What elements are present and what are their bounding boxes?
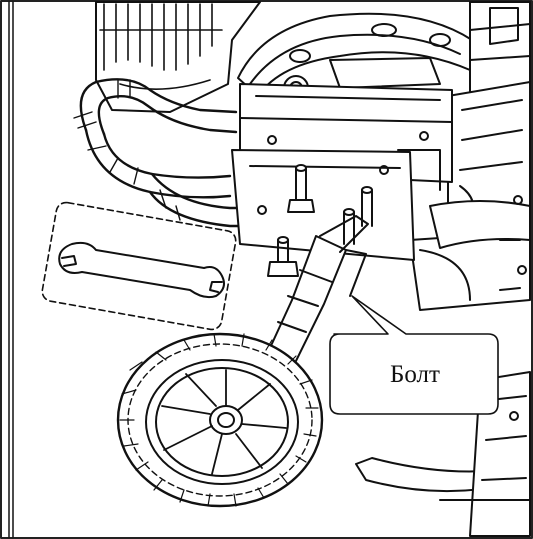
blade-housing <box>409 81 531 311</box>
chassis-plate <box>231 83 453 261</box>
handle-tube <box>73 78 292 228</box>
bolts <box>267 164 373 277</box>
callout-label-bolt: Болт <box>390 361 440 388</box>
wrench-icon <box>41 201 237 331</box>
rotor-housing <box>237 1 531 101</box>
engine-block <box>95 1 261 113</box>
callout-box <box>329 295 499 415</box>
tire-wheel-icon <box>116 332 324 508</box>
